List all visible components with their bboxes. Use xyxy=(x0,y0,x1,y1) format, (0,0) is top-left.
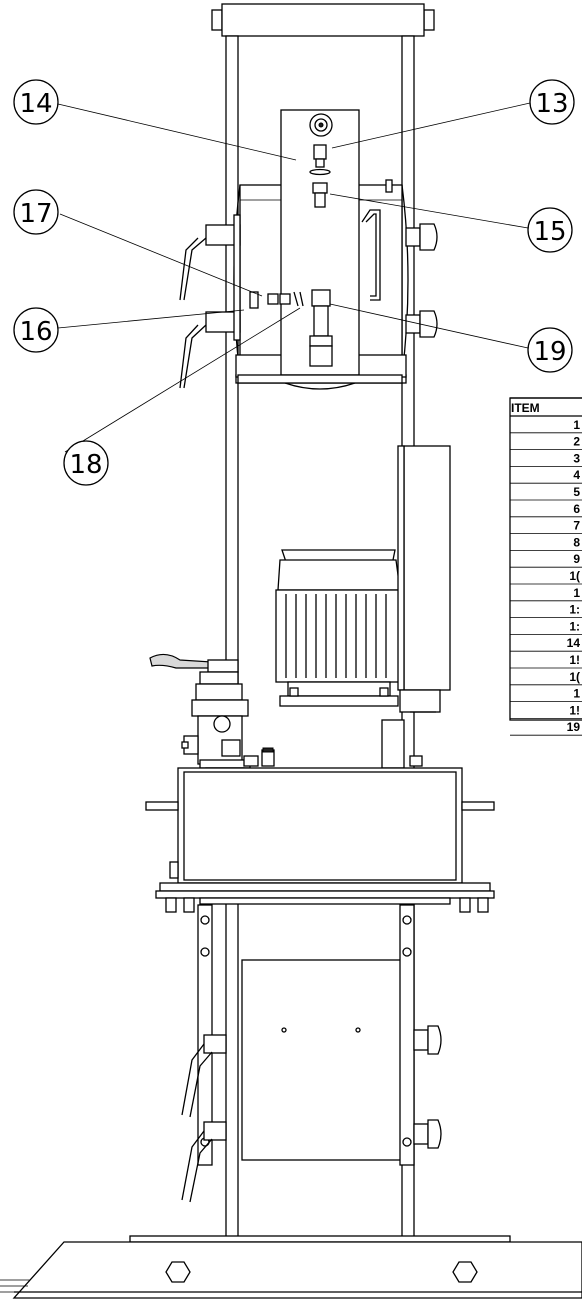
balloon-14-label: 14 xyxy=(19,89,52,119)
top-crossbar xyxy=(211,3,435,37)
bom-item-number: 1: xyxy=(569,619,580,633)
balloon-18-label: 18 xyxy=(69,450,102,480)
hex-nut-right xyxy=(452,1261,478,1283)
bom-item-number: 8 xyxy=(573,535,580,549)
balloon-17-label: 17 xyxy=(19,199,52,229)
bom-item-number: 1 xyxy=(573,418,580,432)
balloon-15-label: 15 xyxy=(533,217,566,247)
bom-item-number: 5 xyxy=(573,485,580,499)
balloon-17: 17 xyxy=(13,189,59,235)
bom-item-number: 4 xyxy=(573,468,580,482)
balloon-18: 18 xyxy=(63,440,109,486)
bom-item-number: 2 xyxy=(573,435,580,449)
bom-item-number: 1 xyxy=(573,687,580,701)
bom-item-number: 1! xyxy=(569,653,580,667)
leader-lines xyxy=(57,102,531,453)
bom-item-number: 1( xyxy=(569,670,580,684)
bottom-base xyxy=(0,1235,582,1299)
hydraulic-tank xyxy=(145,767,495,884)
bom-item-number: 1! xyxy=(569,703,580,717)
bom-table: ITEM 1 2 3 4 5 6 7 8 9 1( 1 1: 1: 14 1! 1( 1 1! 19 xyxy=(509,397,582,736)
bom-item-number: 1( xyxy=(569,569,580,583)
electrical-box xyxy=(397,445,451,713)
upper-drum-assembly xyxy=(179,179,438,390)
hex-nut-left xyxy=(165,1261,191,1283)
bom-item-number: 1 xyxy=(573,586,580,600)
balloon-16: 16 xyxy=(13,307,59,353)
bom-item-number: 6 xyxy=(573,502,580,516)
lower-drum-assembly xyxy=(181,904,442,1203)
motor-cooling-fins xyxy=(285,594,387,678)
tank-top-fittings xyxy=(243,719,423,769)
manifold-plate xyxy=(249,109,360,376)
bom-header: ITEM xyxy=(511,401,540,415)
balloon-16-label: 16 xyxy=(19,317,52,347)
bom-item-number: 19 xyxy=(567,720,581,734)
mid-crossbar xyxy=(237,374,403,384)
valve-block xyxy=(149,653,251,773)
bom-item-number: 7 xyxy=(573,519,580,533)
electric-motor xyxy=(275,549,415,707)
bom-item-number: 14 xyxy=(567,636,581,650)
balloon-14: 14 xyxy=(13,79,59,125)
bom-item-number: 9 xyxy=(573,552,580,566)
balloon-19: 19 xyxy=(527,327,573,373)
balloon-15: 15 xyxy=(527,207,573,253)
tank-base-plate xyxy=(155,882,495,913)
balloon-13: 13 xyxy=(529,79,575,125)
bom-rows: 1 2 3 4 5 6 7 8 9 1( 1 1: 1: 14 1! 1( 1 1! 19 xyxy=(510,418,582,736)
bom-item-number: 1: xyxy=(569,603,580,617)
balloon-13-label: 13 xyxy=(535,89,568,119)
balloon-19-label: 19 xyxy=(533,337,566,367)
bom-item-number: 3 xyxy=(573,451,580,465)
